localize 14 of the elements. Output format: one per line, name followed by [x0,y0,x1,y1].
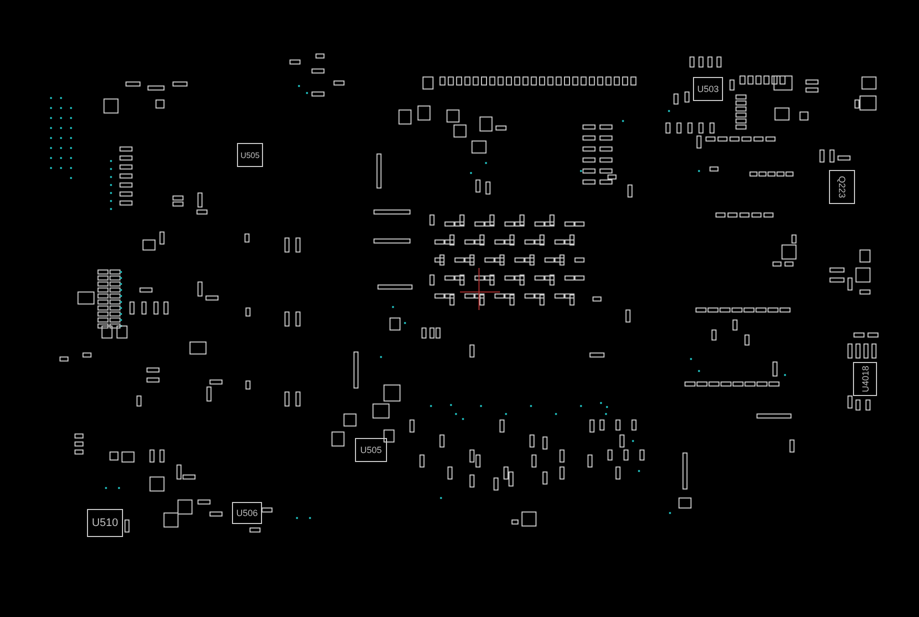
chip-outline [693,77,723,101]
part-designator: Q223 [837,176,847,198]
chip-outline [829,170,855,204]
chip-outline [237,143,263,167]
part-designator: U510 [92,517,118,529]
part-designator: U503 [697,84,719,94]
part-designator: U4018 [860,366,870,392]
part-designator: U505 [360,445,382,455]
part-designator: U505 [240,150,260,160]
part-designator: U506 [236,508,258,518]
chip-outline [87,509,123,537]
chip-outline [853,362,877,396]
chip-outline [355,438,387,462]
chip-outline [232,502,262,524]
